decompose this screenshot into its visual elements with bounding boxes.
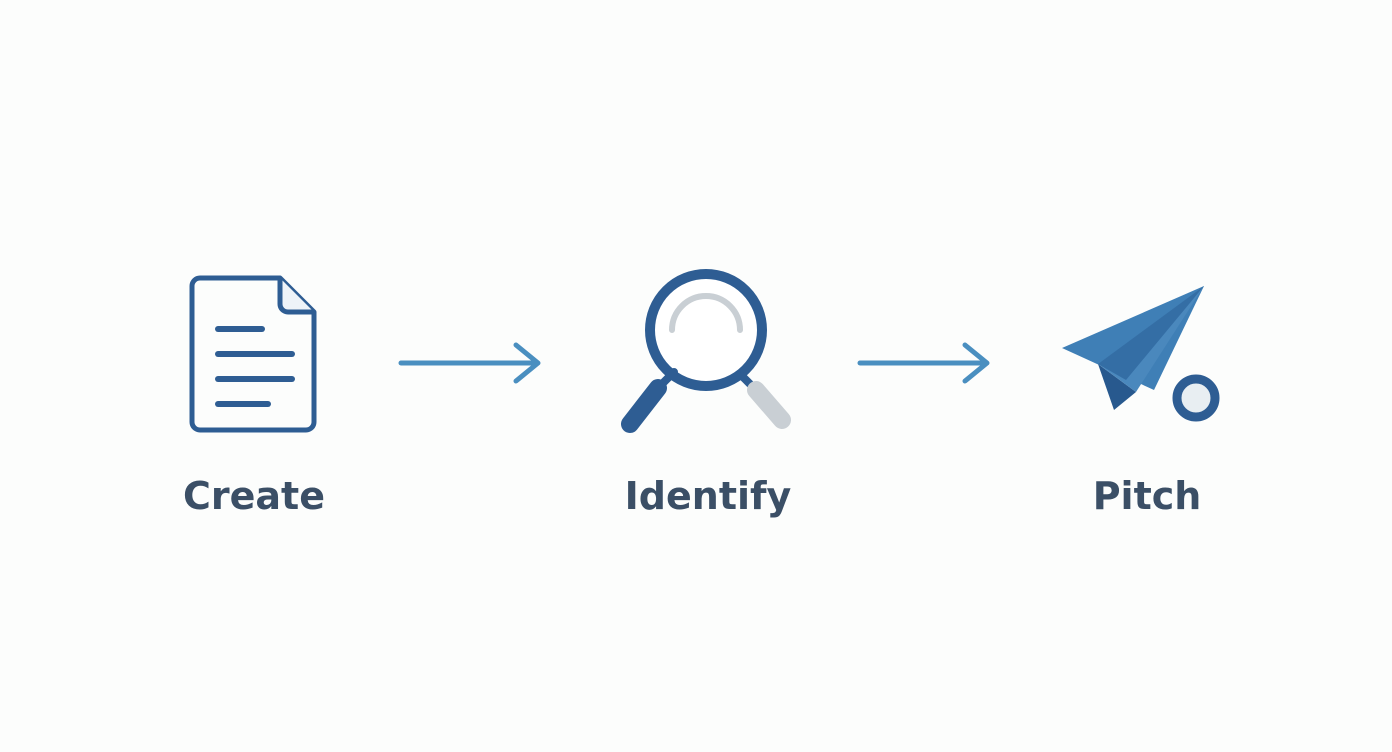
step-label-identify: Identify (624, 474, 792, 518)
magnifier-icon (621, 269, 791, 433)
paper-plane-icon (1062, 286, 1220, 422)
document-icon (189, 275, 317, 433)
step-label-create: Create (183, 474, 325, 518)
arrow-right-icon (857, 342, 990, 384)
arrow-right-icon (398, 342, 541, 384)
step-label-pitch: Pitch (1092, 474, 1202, 518)
